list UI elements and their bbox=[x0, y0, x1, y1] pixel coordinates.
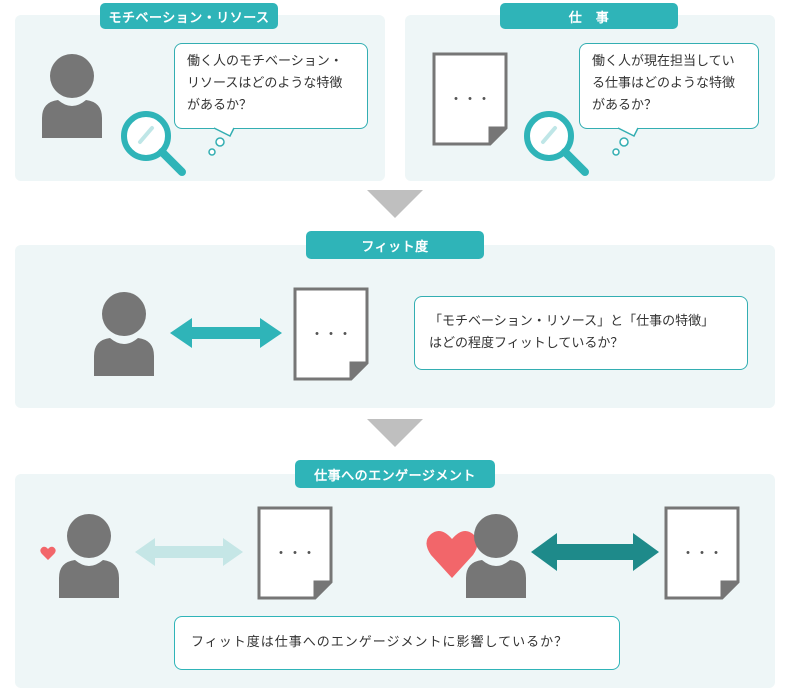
job-bubble: 働く人が現在担当してい る仕事はどのような特徴 があるか？ bbox=[579, 43, 759, 129]
document-dots: ・・・ bbox=[681, 546, 723, 562]
document-icon: ・・・ bbox=[293, 287, 369, 381]
down-arrow-icon bbox=[367, 190, 423, 218]
person-icon bbox=[42, 54, 102, 138]
double-arrow-icon bbox=[170, 318, 282, 348]
job-title: 仕 事 bbox=[500, 3, 678, 29]
document-dots: ・・・ bbox=[274, 546, 316, 562]
person-icon bbox=[94, 292, 154, 376]
person-icon bbox=[466, 514, 526, 598]
thought-bubble-dots bbox=[208, 127, 235, 156]
document-icon: ・・・ bbox=[432, 52, 508, 146]
large-heart-icon bbox=[426, 530, 478, 578]
magnifier-icon bbox=[121, 111, 186, 176]
thought-bubble-dots bbox=[612, 127, 639, 156]
engagement-question-text: フィット度は仕事へのエンゲージメントに影響しているか？ bbox=[191, 635, 569, 650]
motivation-title: モチベーション・リソース bbox=[100, 3, 278, 29]
light-double-arrow-icon bbox=[135, 538, 243, 566]
document-icon: ・・・ bbox=[257, 506, 333, 600]
document-dots: ・・・ bbox=[310, 327, 352, 343]
magnifier-icon bbox=[524, 111, 589, 176]
motivation-bubble: 働く人のモチベーション・ リソースはどのような特徴 があるか？ bbox=[174, 43, 368, 129]
small-heart-icon bbox=[40, 546, 56, 560]
fit-title: フィット度 bbox=[306, 231, 484, 259]
document-icon: ・・・ bbox=[664, 506, 740, 600]
down-arrow-icon bbox=[367, 419, 423, 447]
engagement-question: フィット度は仕事へのエンゲージメントに影響しているか？ bbox=[174, 616, 620, 670]
dark-double-arrow-icon bbox=[531, 533, 659, 571]
document-dots: ・・・ bbox=[449, 92, 491, 108]
engagement-title: 仕事へのエンゲージメント bbox=[295, 460, 495, 488]
person-icon bbox=[59, 514, 119, 598]
fit-question: 「モチベーション・リソース」と「仕事の特徴」 はどの程度フィットしているか？ bbox=[414, 296, 748, 370]
